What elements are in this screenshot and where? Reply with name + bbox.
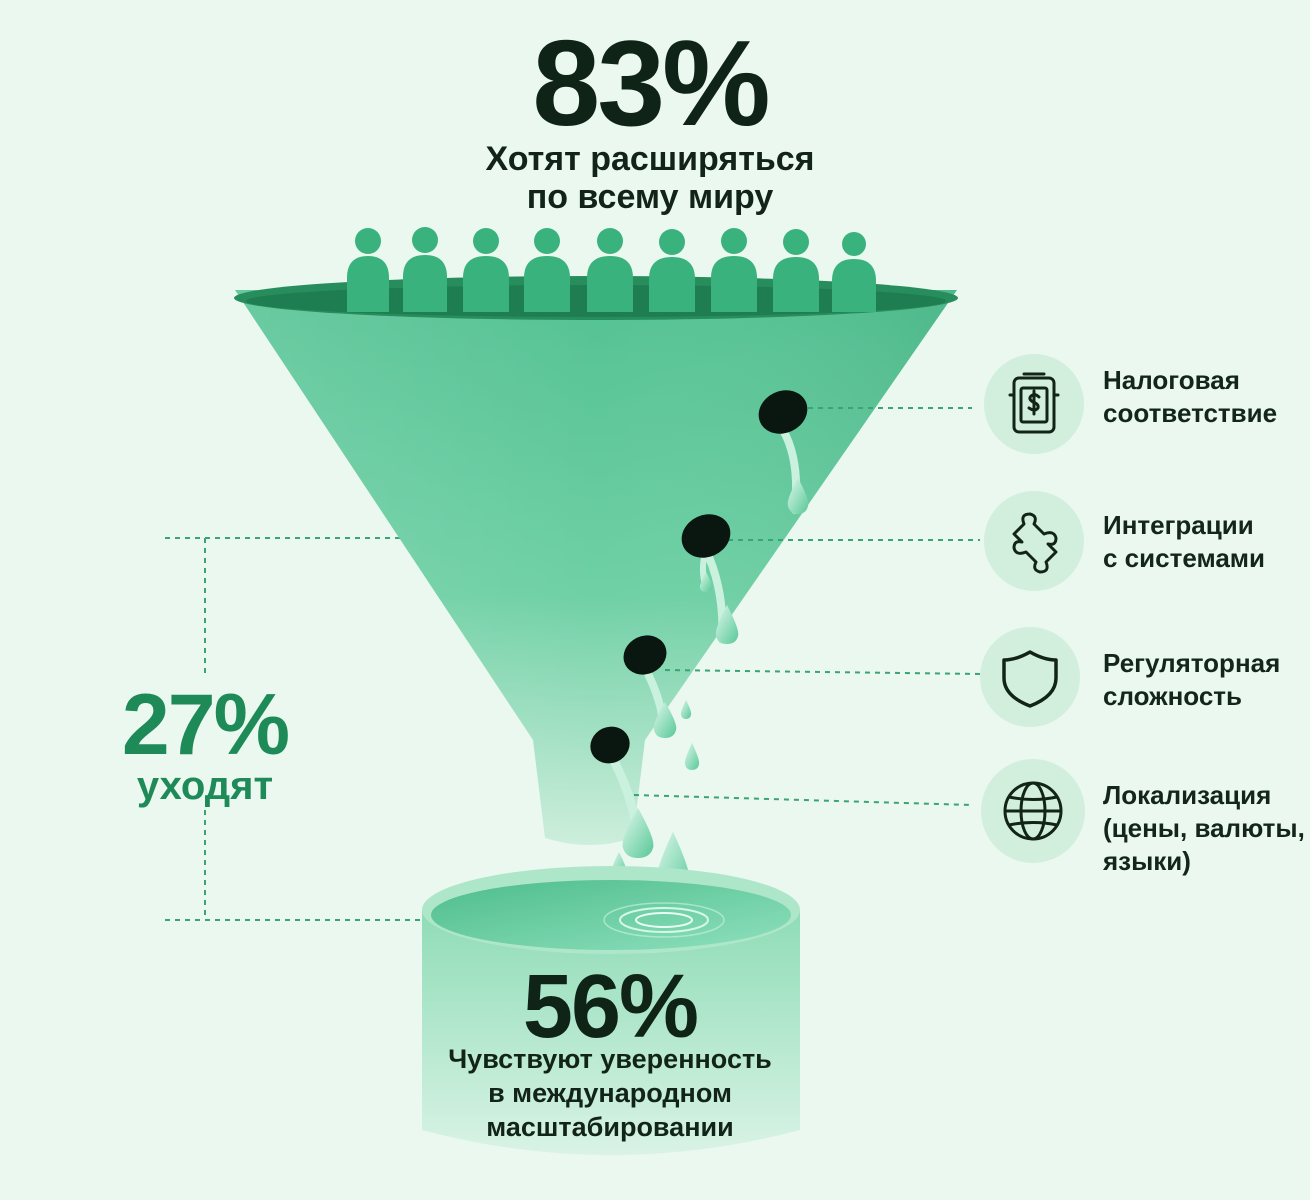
- leak-hole: [681, 514, 731, 558]
- bucket: [422, 866, 800, 1155]
- factor-icon-circles: [980, 354, 1085, 863]
- factor-label-regulatory: Регуляторная сложность: [1103, 648, 1281, 711]
- person-icon: [773, 229, 819, 312]
- factor-label-integrations: Интеграции с системами: [1103, 510, 1266, 573]
- top-label: Хотят расширяться по всему миру: [485, 140, 815, 217]
- person-icon: [711, 228, 757, 312]
- person-icon: [524, 228, 570, 312]
- dropout-label: уходят: [136, 764, 274, 808]
- dropout-percent: 27%: [121, 677, 290, 773]
- factor-label-localization: Локализация (цены, валюты, языки): [1103, 780, 1305, 876]
- bottom-percent: 56%: [522, 957, 699, 1057]
- leak-hole: [623, 635, 667, 675]
- factor-label-tax: Налоговая соответствие: [1103, 365, 1278, 428]
- bottom-label: Чувствуют уверенность в международном ма…: [448, 1044, 772, 1143]
- person-icon: [832, 232, 876, 312]
- person-icon: [463, 228, 509, 312]
- dropout-bracket: [165, 537, 425, 921]
- people-group: [347, 227, 876, 312]
- person-icon: [403, 227, 447, 312]
- person-icon: [587, 228, 633, 312]
- top-percent: 83%: [532, 15, 770, 151]
- person-icon: [347, 228, 389, 312]
- tax-receipt-icon: [1008, 372, 1060, 434]
- globe-icon: [1003, 781, 1063, 841]
- person-icon: [649, 229, 695, 312]
- bucket-water: [431, 880, 791, 950]
- shield-icon: [1002, 650, 1058, 708]
- leak-hole: [758, 390, 808, 434]
- funnel-leaks: [590, 390, 809, 902]
- puzzle-icon: [1012, 512, 1058, 574]
- leak-hole: [590, 726, 630, 764]
- factor-connectors: [633, 407, 981, 806]
